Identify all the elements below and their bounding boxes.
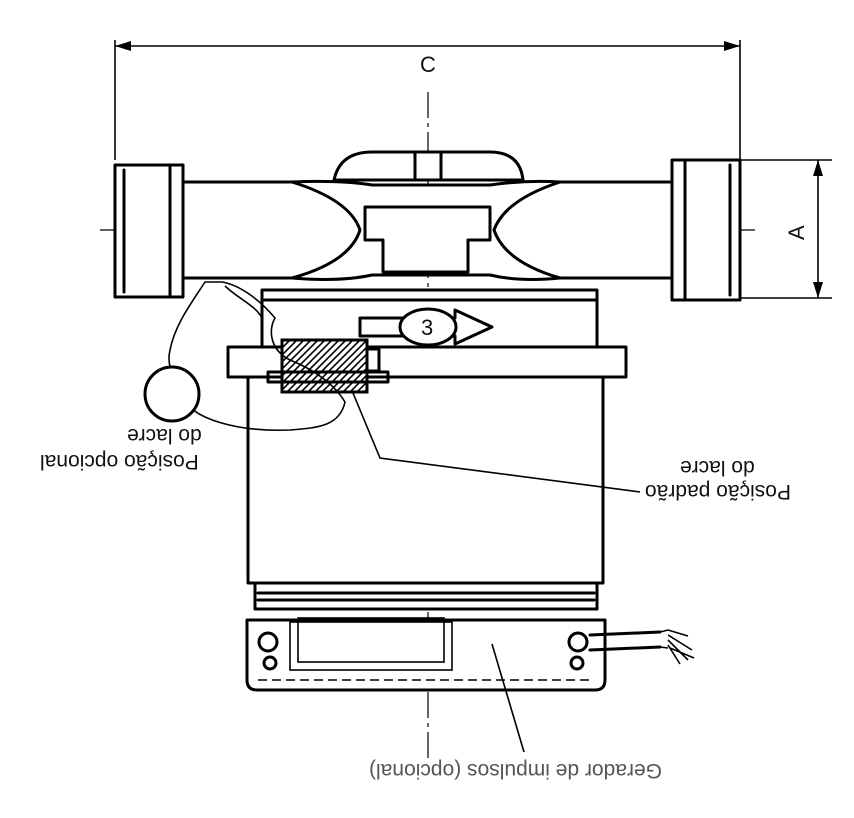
optional-seal-label-line2: Posição opcional [40,450,199,473]
register-cap [332,150,525,182]
pulse-generator-leader [491,643,525,753]
standard-seal [266,338,390,394]
optional-seal-position [143,281,346,432]
dimension-a [740,159,832,299]
standard-seal-label: do lacre Posição padrão [645,456,791,503]
flow-symbol: 3 [421,315,433,340]
standard-seal-label-line1: do lacre [680,456,755,479]
left-connection-nut [113,163,185,299]
optional-seal-label: do lacre Posição opcional [40,424,202,473]
flow-direction-arrow [358,307,494,347]
pulse-generator-label: Gerador de impulsos (opcional) [369,759,662,782]
pulse-generator [245,617,695,692]
optional-seal-label-line1: do lacre [127,424,202,447]
dimension-c-label: C [420,52,436,77]
dimension-a-label: A [784,225,809,240]
dimension-c [114,40,741,160]
inner-nozzle [363,205,492,274]
pulse-generator-label-text: Gerador de impulsos (opcional) [369,759,662,782]
right-connection-nut [670,158,742,302]
standard-seal-leader [352,392,641,493]
standard-seal-label-line2: Posição padrão [645,480,791,503]
